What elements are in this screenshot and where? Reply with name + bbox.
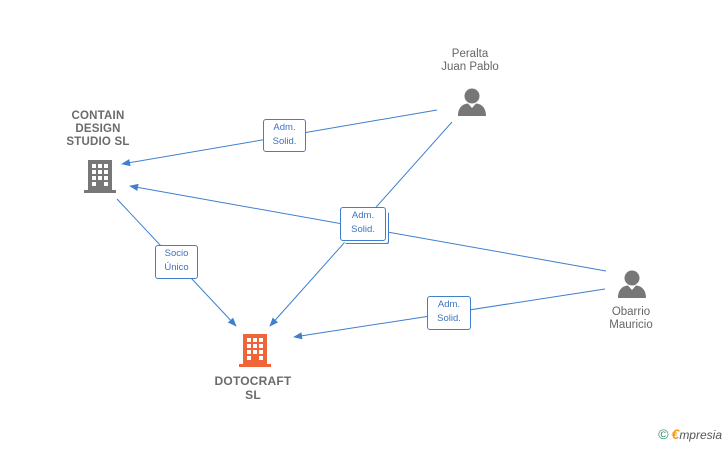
node-label-obarrio[interactable]: Obarrio Mauricio — [581, 306, 681, 332]
person-icon[interactable] — [458, 88, 486, 117]
edge-label-line: Adm. — [351, 210, 375, 221]
empresia-logo-e: € — [671, 426, 680, 442]
edge-label-line: Solid. — [351, 224, 375, 235]
edge-label-line: Solid. — [437, 313, 461, 324]
node-label-line: Peralta — [451, 48, 489, 60]
node-label-line: DOTOCRAFT — [214, 374, 292, 388]
node-label-contain-design-studio[interactable]: CONTAIN DESIGN STUDIO SL — [48, 110, 148, 149]
node-label-line: DESIGN — [75, 123, 121, 135]
edge-label-line: Único — [164, 262, 189, 273]
edge-label-socio-unico[interactable]: Socio Único — [155, 245, 198, 279]
edge-label-line: Socio — [164, 248, 189, 259]
empresia-watermark[interactable]: ©€mpresia — [658, 426, 722, 442]
edge-label-line: Solid. — [272, 136, 297, 147]
edge-label-adm-solid[interactable]: Adm. Solid. — [427, 296, 471, 330]
node-label-line: STUDIO SL — [66, 136, 130, 148]
edge-label-adm-solid-stacked[interactable]: Adm. Solid. — [340, 207, 386, 241]
copyright-symbol: © — [658, 426, 669, 442]
person-icon[interactable] — [618, 270, 646, 299]
edge-label-adm-solid[interactable]: Adm. Solid. — [263, 119, 306, 152]
node-label-line: SL — [245, 388, 261, 402]
edge-label-line: Adm. — [273, 122, 296, 133]
node-label-dotocraft[interactable]: DOTOCRAFT SL — [203, 374, 303, 402]
node-label-peralta[interactable]: Peralta Juan Pablo — [420, 48, 520, 74]
building-icon[interactable] — [239, 334, 271, 367]
node-label-line: Mauricio — [609, 319, 653, 331]
node-label-line: CONTAIN — [71, 110, 125, 122]
node-label-line: Obarrio — [611, 306, 651, 318]
building-icon[interactable] — [84, 160, 116, 193]
edge-label-line: Adm. — [437, 299, 461, 310]
node-label-line: Juan Pablo — [441, 61, 499, 73]
empresia-logo-text: mpresia — [679, 428, 722, 442]
